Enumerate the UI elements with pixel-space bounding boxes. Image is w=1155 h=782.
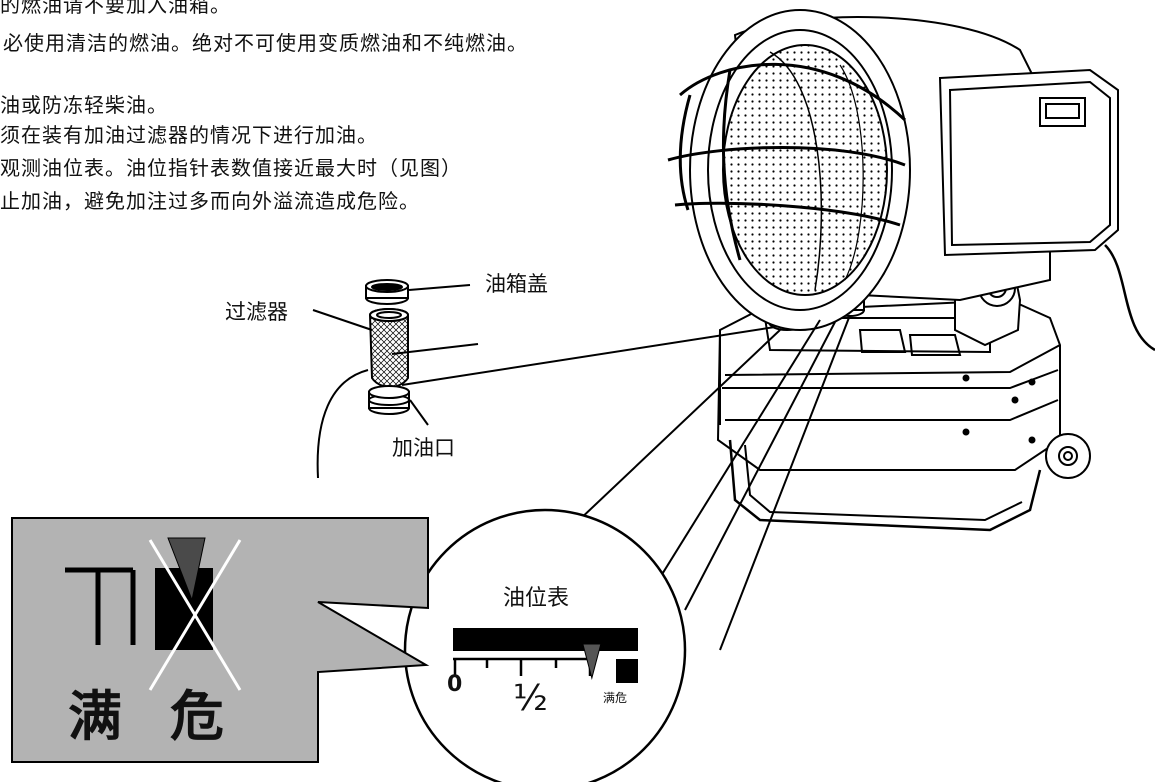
instruction-line-3: 油或防冻轻柴油。 xyxy=(0,93,168,117)
instruction-line-4: 须在装有加油过滤器的情况下进行加油。 xyxy=(0,123,378,147)
filter-part xyxy=(369,308,409,388)
fuel-inlet-part xyxy=(368,385,410,415)
gauge-label-full-danger: 满危 xyxy=(603,691,628,705)
heater-illustration xyxy=(667,9,1155,532)
instruction-line-1: 的燃油请不要加入油箱。 xyxy=(0,0,231,17)
filter-parts xyxy=(365,279,410,415)
zoom-label-danger: 危 xyxy=(170,685,226,748)
fuel-gauge-magnified xyxy=(403,508,687,782)
full-mark xyxy=(65,567,136,645)
gauge-label-half: ½ xyxy=(513,678,548,719)
fuel-cap-part xyxy=(365,279,409,305)
gauge-label-zero: 0 xyxy=(447,672,463,697)
gauge-danger-block xyxy=(616,659,638,683)
instruction-line-6: 止加油，避免加注过多而向外溢流造成危险。 xyxy=(0,189,420,213)
zoom-label-full: 满 xyxy=(68,685,124,748)
label-fuel-cap: 油箱盖 xyxy=(485,272,548,296)
gauge-needle xyxy=(582,643,602,680)
cross-mark xyxy=(148,539,242,691)
danger-mark xyxy=(155,568,213,650)
label-filter: 过滤器 xyxy=(225,300,288,324)
gauge-title: 油位表 xyxy=(503,586,570,611)
leader-lines xyxy=(312,284,851,651)
instruction-line-2: 必使用清洁的燃油。绝对不可使用变质燃油和不纯燃油。 xyxy=(3,31,528,55)
instruction-line-5: 观测油位表。油位指针表数值接近最大时（见图） xyxy=(0,156,462,180)
zoom-callout xyxy=(11,517,430,763)
label-fuel-inlet: 加油口 xyxy=(392,436,455,460)
zoom-needle xyxy=(167,537,206,602)
